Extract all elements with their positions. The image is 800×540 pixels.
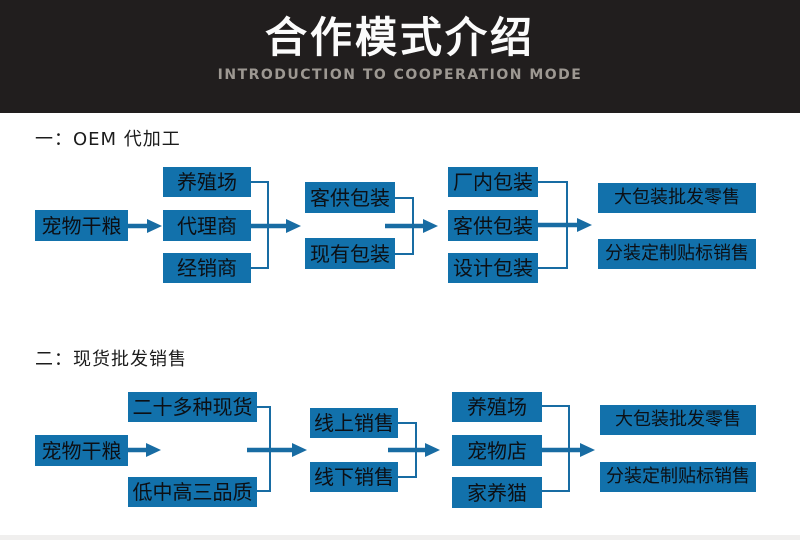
s2-col3-node-1: 线下销售 [310,462,398,492]
s2-arrowhead-col4-to-col5 [580,443,595,457]
s1-col5-node-1: 分装定制贴标销售 [598,239,756,269]
s2-col4-node-2: 家养猫 [452,477,542,508]
s2-col5-node-1: 分装定制贴标销售 [600,462,756,492]
s1-arrowhead-src-to-col2 [147,219,162,233]
s1-arrowhead-col2-to-col3 [286,219,301,233]
s2-arrowhead-col3-to-col4 [425,443,440,457]
s1-col5-node-0: 大包装批发零售 [598,183,756,213]
s2-col4-join-line [542,405,570,492]
section1-label: 一：OEM 代加工 [35,129,181,150]
page-subtitle: INTRODUCTION TO COOPERATION MODE [217,67,583,84]
section2-label: 二：现货批发销售 [35,349,187,370]
s2-arrowhead-col2-to-col3 [292,443,307,457]
s1-col4-node-2: 设计包装 [448,253,538,283]
s1-col4-node-1: 客供包装 [448,210,538,241]
s2-col3-join-line [398,422,417,478]
s2-col2-node-1: 低中高三品质 [128,477,257,507]
s1-arrowhead-col3-to-col4 [423,219,438,233]
header-banner: 合作模式介绍 INTRODUCTION TO COOPERATION MODE [0,0,800,113]
s1-col4-node-0: 厂内包装 [448,167,538,197]
s2-col4-node-1: 宠物店 [452,435,542,466]
s2-source-node: 宠物干粮 [35,435,128,466]
s2-col4-node-0: 养殖场 [452,392,542,422]
s1-col3-node-0: 客供包装 [305,182,395,213]
s1-col2-join-line [251,181,269,269]
s2-col2-join-line [257,406,271,492]
page-title: 合作模式介绍 [264,13,535,62]
s1-arrowhead-col4-to-col5 [577,218,592,232]
s2-col5-node-0: 大包装批发零售 [600,405,756,435]
s1-col2-node-1: 代理商 [163,210,251,241]
s2-col3-node-0: 线上销售 [310,408,398,438]
s1-source-node: 宠物干粮 [35,210,128,241]
bottom-edge-strip [0,535,800,540]
s1-col3-node-1: 现有包装 [305,238,395,269]
s2-arrowhead-src-to-col2 [146,443,161,457]
s1-col2-node-0: 养殖场 [163,167,251,197]
s1-col3-join-line [395,197,414,255]
s1-col4-join-line [538,181,568,269]
s1-col2-node-2: 经销商 [163,253,251,283]
s2-col2-node-0: 二十多种现货 [128,392,257,422]
